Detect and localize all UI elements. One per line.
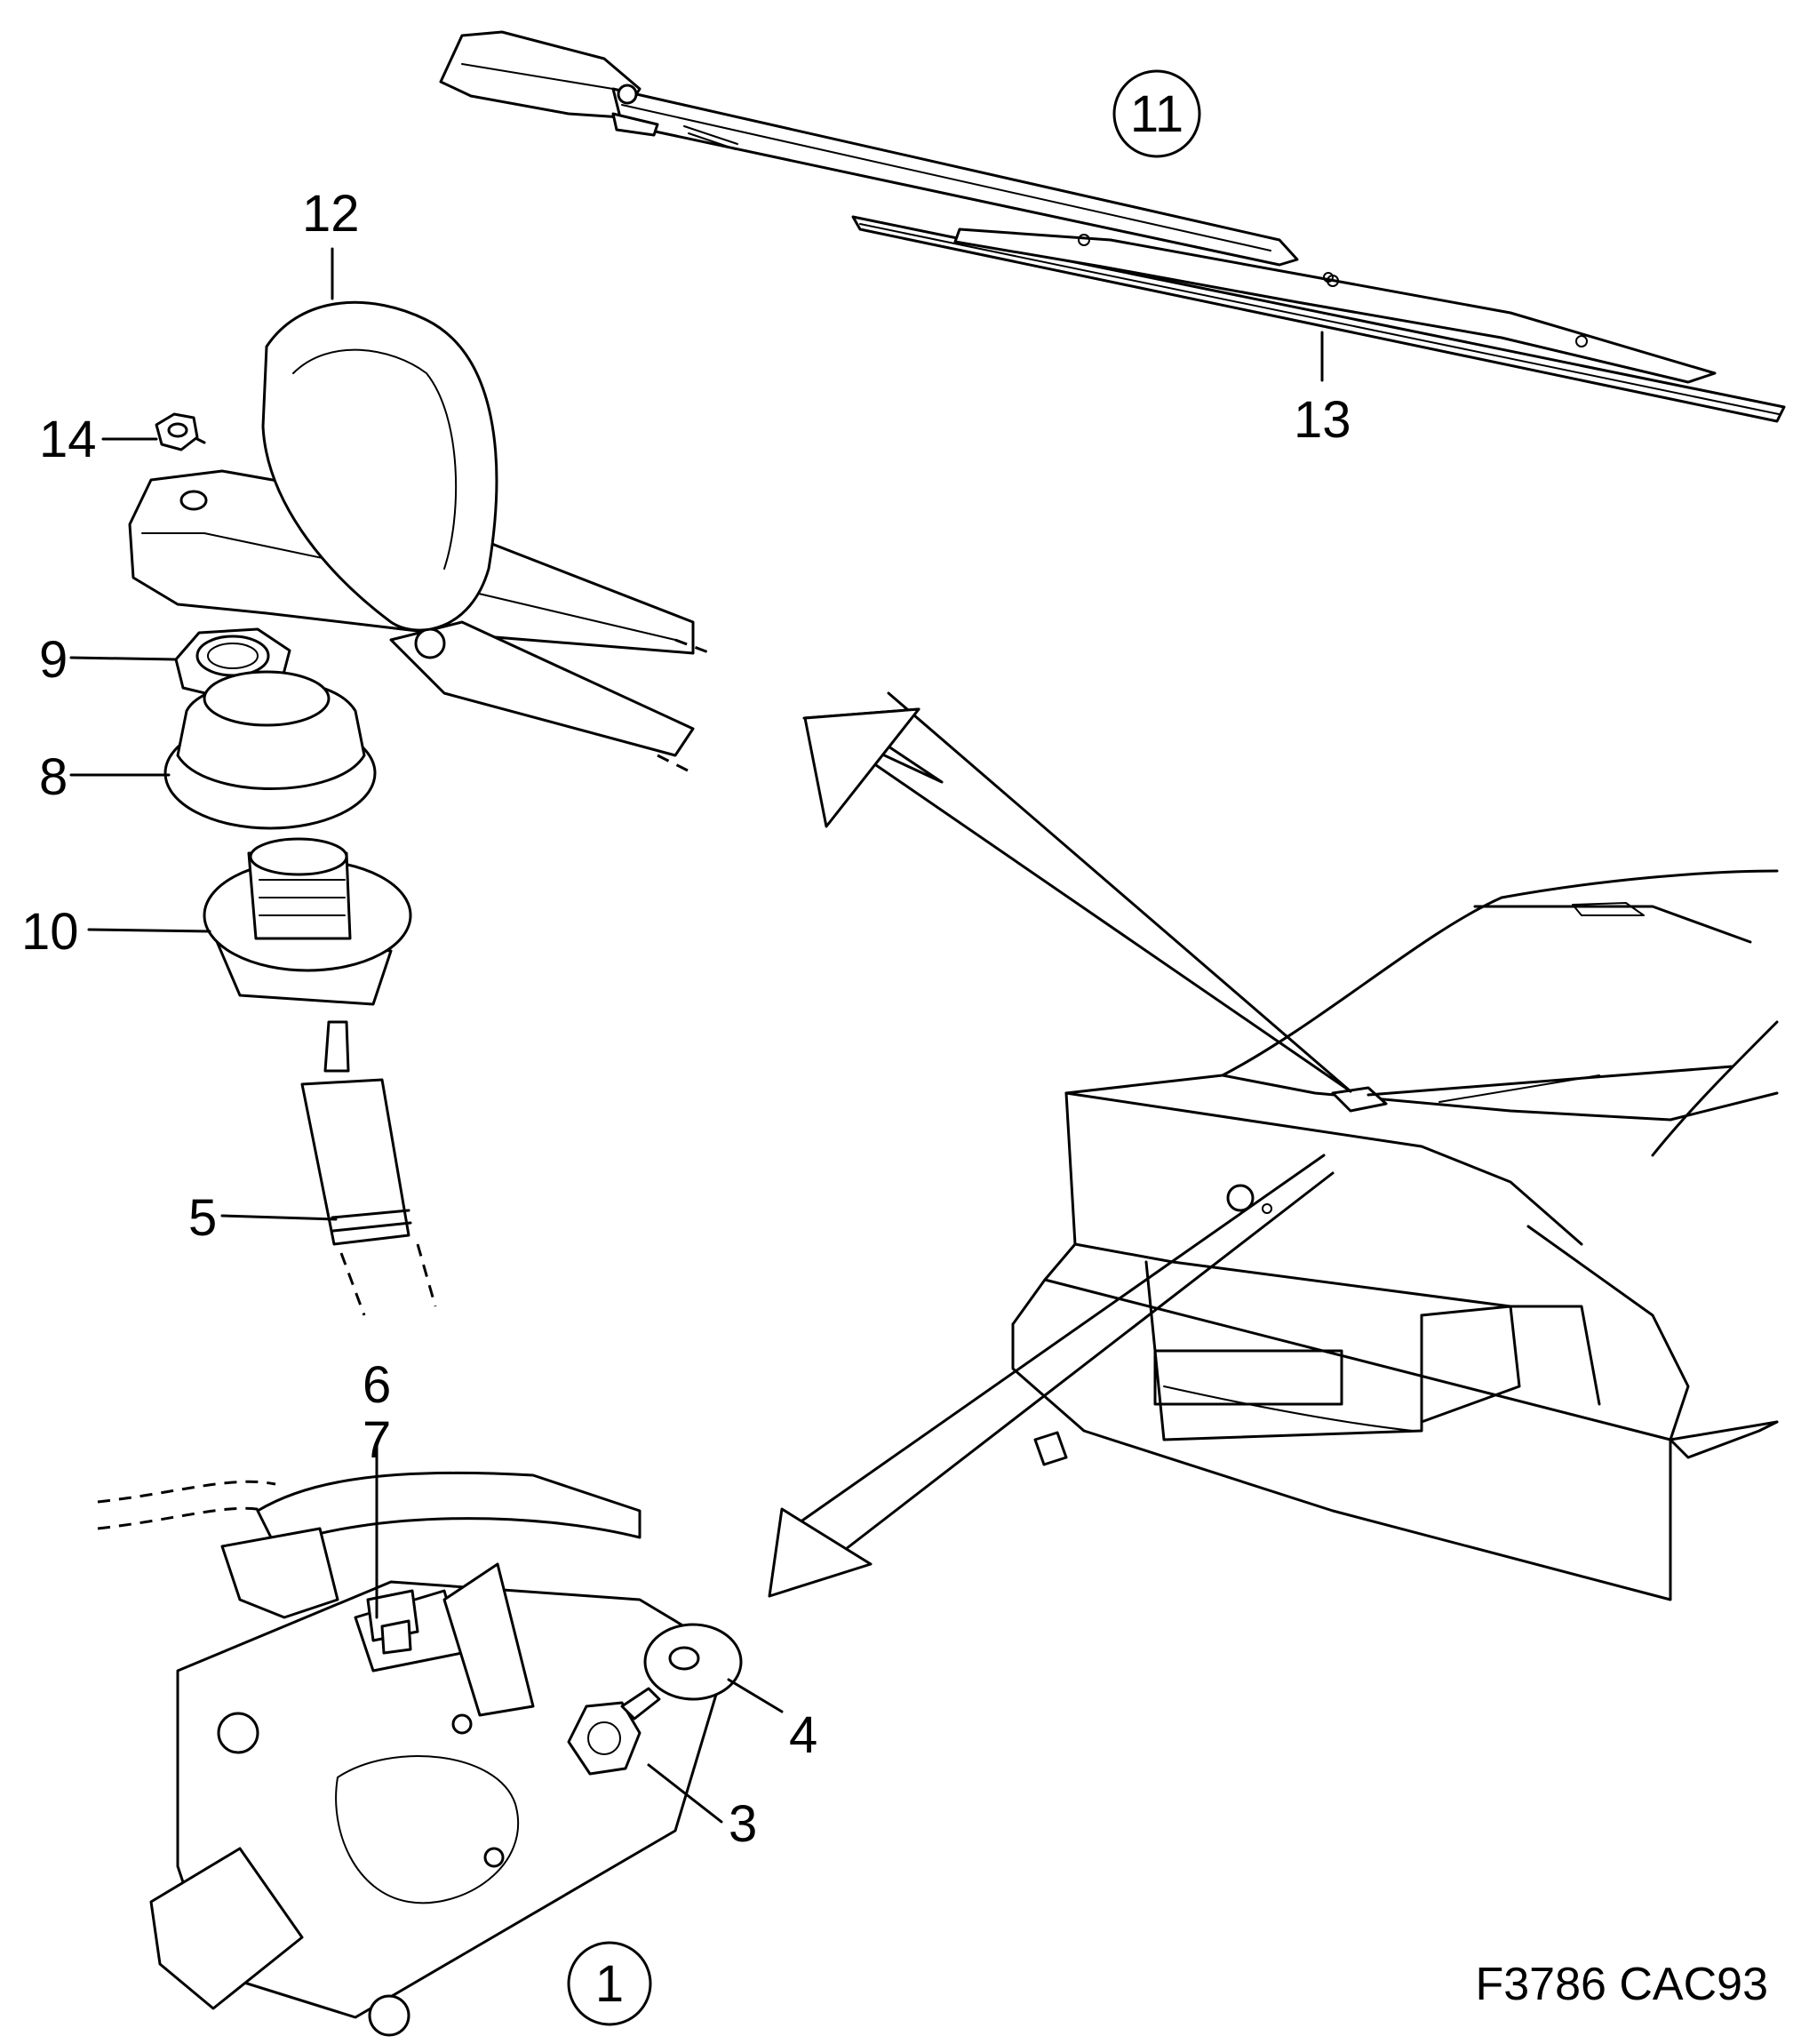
callout-11-circle: [1112, 69, 1201, 158]
wiper-arm-11: [439, 30, 1299, 267]
spindle-shaft-5: [300, 1020, 437, 1316]
car-rear-view: [1011, 869, 1779, 1601]
connector-6-7: [366, 1589, 419, 1655]
callout-7: 7: [363, 1411, 391, 1469]
bolt-3: [567, 1687, 661, 1776]
arm-cover-12: [261, 300, 498, 632]
arrow-to-motor: [768, 1154, 1335, 1598]
nut-14: [155, 412, 199, 451]
callout-14: 14: [39, 411, 97, 468]
callout-10: 10: [21, 903, 79, 961]
washer-4: [643, 1623, 743, 1701]
callout-6: 6: [363, 1356, 391, 1414]
callout-8: 8: [39, 748, 68, 806]
nut-9: [174, 627, 291, 700]
wiper-motor-1: [97, 1471, 730, 2037]
callout-13: 13: [1294, 391, 1351, 449]
callout-3: 3: [729, 1795, 757, 1853]
callout-5: 5: [188, 1189, 217, 1247]
cap-8: [163, 670, 377, 830]
callout-9: 9: [39, 631, 68, 689]
callout-labels: 12 14 9 8 10 5 6 7 4 3 13 11 1 F3786 CAC…: [21, 69, 1768, 2026]
callout-1: 1: [595, 1955, 624, 2013]
callout-1-circle: [567, 1941, 652, 2026]
arrow-to-arm: [802, 691, 1352, 1093]
leader-lines: [69, 247, 1324, 1824]
callout-12: 12: [302, 185, 360, 243]
wiper-blade-13: [851, 215, 1786, 423]
figure-code: F3786 CAC93: [1475, 1959, 1768, 2010]
callout-4: 4: [789, 1706, 817, 1764]
callout-11: 11: [1130, 85, 1183, 143]
spindle-housing-10: [203, 837, 412, 1006]
